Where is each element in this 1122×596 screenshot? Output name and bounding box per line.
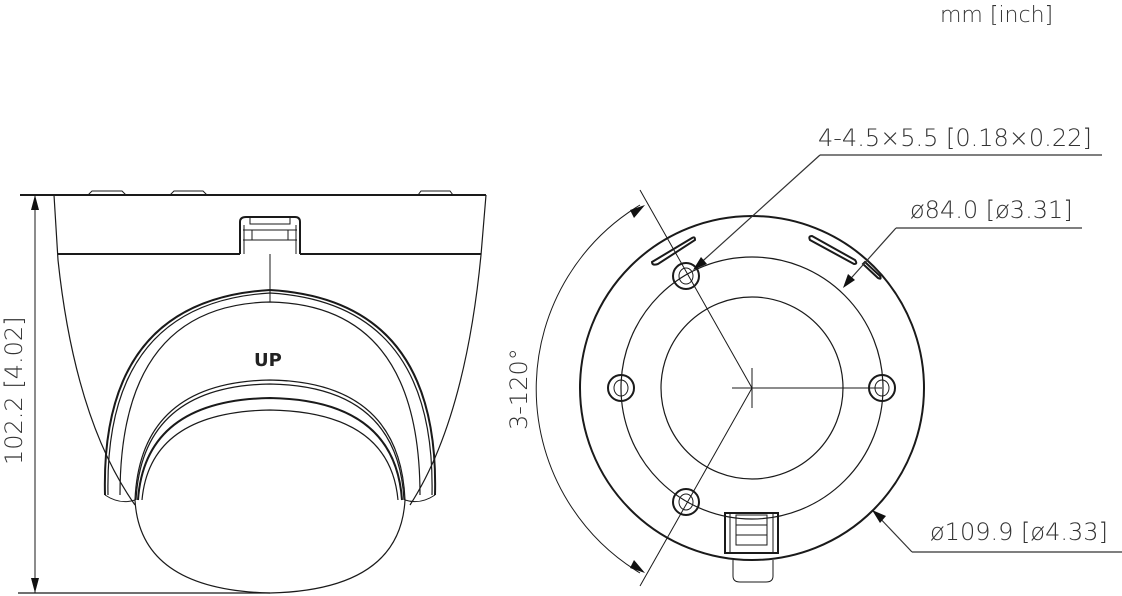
holes-dim-label: 4-4.5×5.5 [0.18×0.22]	[818, 124, 1092, 152]
mounting-hole	[672, 262, 700, 290]
angle-dimension: 3-120°	[505, 204, 645, 574]
outer-diameter-label: ø109.9 [ø4.33]	[930, 518, 1108, 546]
bottom-view	[579, 189, 925, 587]
units-label: mm [inch]	[940, 3, 1053, 28]
holes-callout: 4-4.5×5.5 [0.18×0.22]	[693, 124, 1102, 270]
mounting-hole	[672, 488, 700, 516]
angle-dim-label: 3-120°	[505, 348, 533, 430]
mounting-hole	[607, 374, 635, 402]
mounting-hole	[868, 374, 896, 402]
inner-diameter-label: ø84.0 [ø3.31]	[910, 196, 1073, 224]
height-dimension: 102.2 [4.02]	[0, 195, 39, 593]
inner-diameter-callout: ø84.0 [ø3.31]	[843, 196, 1082, 288]
outer-diameter-callout: ø109.9 [ø4.33]	[872, 510, 1122, 553]
brand-logo: UP	[254, 350, 282, 371]
height-dim-label: 102.2 [4.02]	[0, 317, 28, 466]
side-view: UP	[18, 190, 487, 594]
